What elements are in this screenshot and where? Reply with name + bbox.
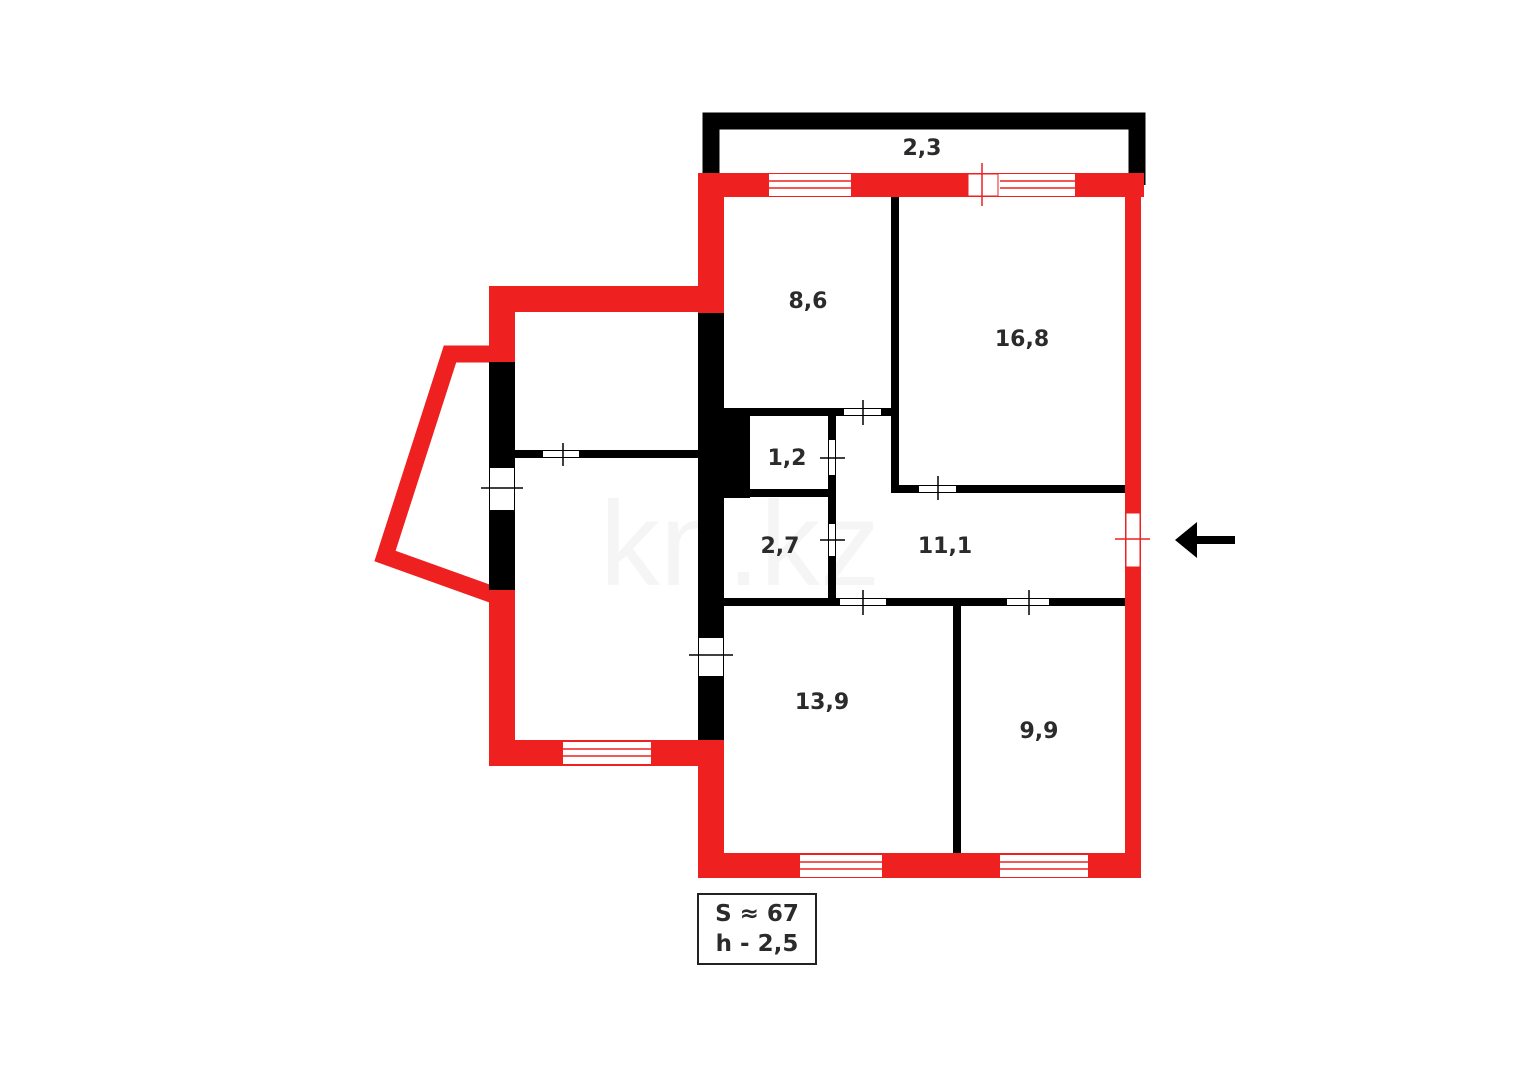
windows [563,163,1088,877]
room-area-top-left: 8,6 [789,289,828,314]
window-annex-bottom [563,742,651,764]
window-top-left [769,174,851,196]
room-area-balcony: 2,3 [903,136,942,161]
arrow-left-icon [1175,522,1235,558]
window-bottom-right [1000,855,1088,877]
window-bottom-left [800,855,882,877]
entrance-door [1115,512,1150,568]
exterior-walls [489,173,1144,878]
bay-window-wall [374,345,505,607]
summary-box: S ≈ 67 h - 2,5 [697,893,817,965]
room-area-hallway: 11,1 [918,534,972,559]
balcony [702,112,1146,185]
doors [481,400,1049,676]
room-area-bottom-left: 13,9 [795,690,849,715]
room-area-toilet: 2,7 [761,534,800,559]
room-area-bathroom: 1,2 [768,446,807,471]
interior-walls [489,197,1125,853]
window-top-right [967,163,1075,206]
ceiling-height: h - 2,5 [715,931,799,957]
room-area-top-right: 16,8 [995,327,1049,352]
total-area: S ≈ 67 [715,901,799,927]
room-area-bottom-right: 9,9 [1020,719,1059,744]
